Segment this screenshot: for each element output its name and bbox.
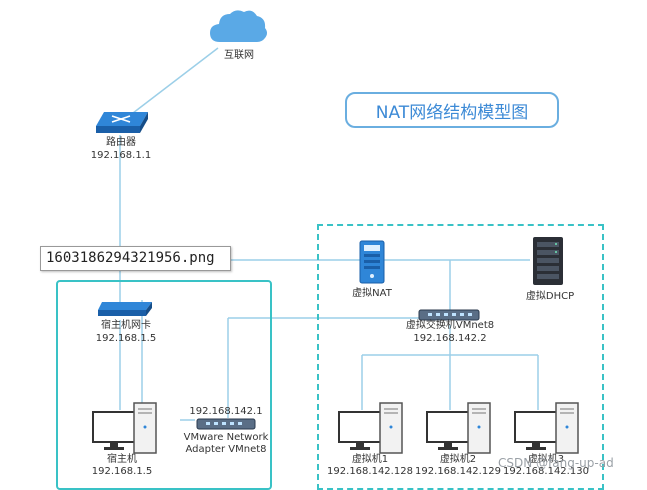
router-ip: 192.168.1.1 (90, 150, 152, 161)
vm3-label: 虚拟机3 (527, 454, 565, 465)
diagram-title: NAT网络结构模型图 (345, 92, 559, 128)
vmnet8-adapter-name-2: Adapter VMnet8 (185, 444, 267, 455)
watermark: CSDN @fang-up-ad (498, 456, 614, 470)
vm3-ip: 192.168.142.130 (503, 466, 589, 477)
host-nic-icon (98, 302, 152, 316)
router-icon (96, 112, 148, 133)
host-group-box (56, 280, 272, 490)
host-nic-label: 宿主机网卡 (101, 320, 151, 331)
internet-label: 互联网 (224, 50, 254, 61)
vm1-ip: 192.168.142.128 (327, 466, 413, 477)
link-internet-router (132, 47, 219, 114)
vmnet8-adapter-icon (196, 418, 256, 430)
router-label: 路由器 (106, 137, 136, 148)
vm3-computer-icon (514, 402, 579, 454)
filename-label: 1603186294321956.png (40, 246, 231, 271)
vmnet8-adapter-name-1: VMware Network (183, 432, 269, 443)
vm1-computer-icon (338, 402, 403, 454)
cloud-icon (210, 10, 267, 42)
vm2-ip: 192.168.142.129 (415, 466, 501, 477)
virtual-switch-label: 虚拟交换机VMnet8 (405, 320, 495, 331)
host-ip: 192.168.1.5 (91, 466, 153, 477)
vm2-label: 虚拟机2 (439, 454, 477, 465)
vmnet8-adapter-ip: 192.168.142.1 (189, 406, 263, 417)
server-dhcp-icon (533, 237, 563, 285)
vm2-computer-icon (426, 402, 491, 454)
host-nic-ip: 192.168.1.5 (95, 333, 157, 344)
virtual-dhcp-label: 虚拟DHCP (525, 291, 575, 302)
virtual-switch-icon (418, 309, 480, 321)
virtual-switch-ip: 192.168.142.2 (413, 333, 487, 344)
host-label: 宿主机 (107, 454, 137, 465)
host-computer-icon (92, 402, 157, 454)
server-nat-icon (359, 240, 385, 284)
virtual-nat-label: 虚拟NAT (352, 288, 392, 299)
vm1-label: 虚拟机1 (351, 454, 389, 465)
